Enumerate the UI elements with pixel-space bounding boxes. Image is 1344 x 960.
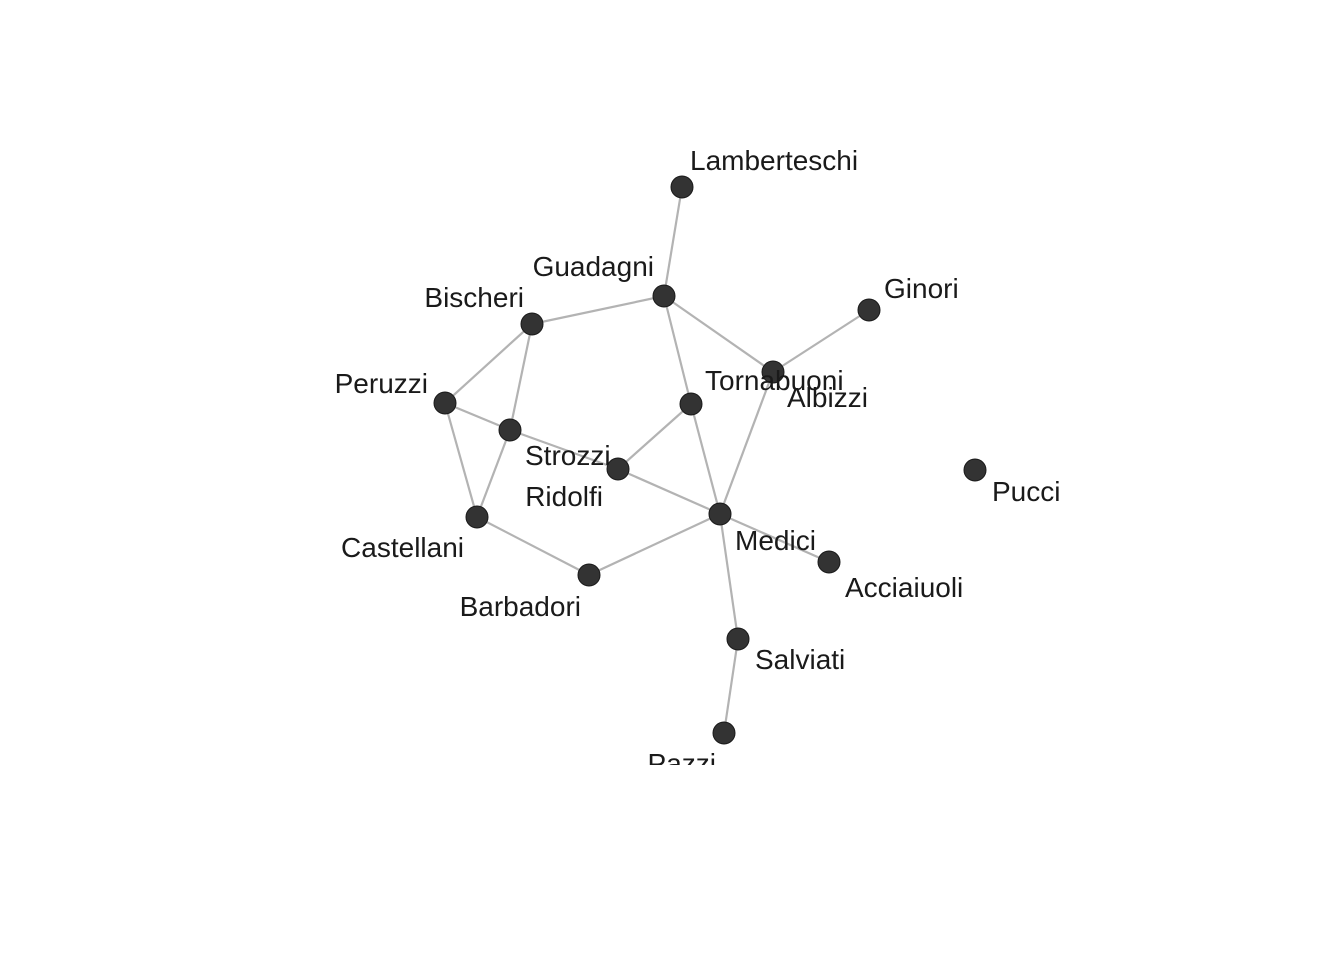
edge-guadagni-bischeri	[531, 294, 665, 326]
node-label-ridolfi: Ridolfi	[525, 481, 603, 512]
node-label-bischeri: Bischeri	[424, 282, 524, 313]
node-label-ginori: Ginori	[884, 273, 959, 304]
node-label-acciaiuoli: Acciaiuoli	[845, 572, 963, 603]
edge-ridolfi-medici	[617, 467, 721, 516]
node-bischeri	[520, 312, 544, 336]
node-peruzzi	[433, 391, 457, 415]
edge-tornabuoni-medici	[689, 403, 722, 515]
edge-albizzi-medici	[718, 371, 775, 515]
node-label-lamberteschi: Lamberteschi	[690, 145, 858, 176]
edge-ginori-albizzi	[772, 309, 870, 373]
edge-barbadori-medici	[588, 513, 721, 576]
node-label-tornabuoni: Tornabuoni	[705, 365, 844, 396]
node-label-pazzi: Pazzi	[648, 748, 716, 779]
node-castellani	[465, 505, 489, 529]
edge-peruzzi-strozzi	[444, 401, 511, 432]
edge-peruzzi-castellani	[443, 402, 479, 518]
edge-bischeri-strozzi	[508, 323, 534, 431]
node-label-castellani: Castellani	[341, 532, 464, 563]
node-label-barbadori: Barbadori	[460, 591, 581, 622]
edge-medici-acciaiuoli	[719, 512, 830, 564]
edge-medici-salviati	[718, 513, 740, 640]
edge-salviati-pazzi	[722, 638, 740, 734]
node-salviati	[726, 627, 750, 651]
node-ginori	[857, 298, 881, 322]
node-label-peruzzi: Peruzzi	[335, 368, 428, 399]
node-acciaiuoli	[817, 550, 841, 574]
node-label-pucci: Pucci	[992, 476, 1060, 507]
edge-guadagni-tornabuoni	[662, 295, 693, 405]
node-label-guadagni: Guadagni	[533, 251, 654, 282]
node-barbadori	[577, 563, 601, 587]
node-tornabuoni	[679, 392, 703, 416]
edge-guadagni-albizzi	[663, 295, 774, 373]
node-strozzi	[498, 418, 522, 442]
node-medici	[708, 502, 732, 526]
edge-strozzi-castellani	[475, 429, 512, 518]
node-pazzi	[712, 721, 736, 745]
node-label-salviati: Salviati	[755, 644, 845, 675]
node-label-albizzi: Albizzi	[787, 382, 868, 413]
node-label-medici: Medici	[735, 525, 816, 556]
edge-strozzi-ridolfi	[509, 428, 619, 471]
nodes-layer	[433, 175, 987, 745]
edge-castellani-barbadori	[476, 516, 590, 576]
node-albizzi	[761, 360, 785, 384]
edges-layer	[443, 186, 870, 734]
node-label-strozzi: Strozzi	[525, 440, 611, 471]
edge-bischeri-peruzzi	[444, 323, 533, 404]
node-guadagni	[652, 284, 676, 308]
edge-lamberteschi-guadagni	[662, 186, 684, 297]
node-ridolfi	[606, 457, 630, 481]
node-lamberteschi	[670, 175, 694, 199]
edge-tornabuoni-ridolfi	[617, 403, 692, 470]
node-pucci	[963, 458, 987, 482]
